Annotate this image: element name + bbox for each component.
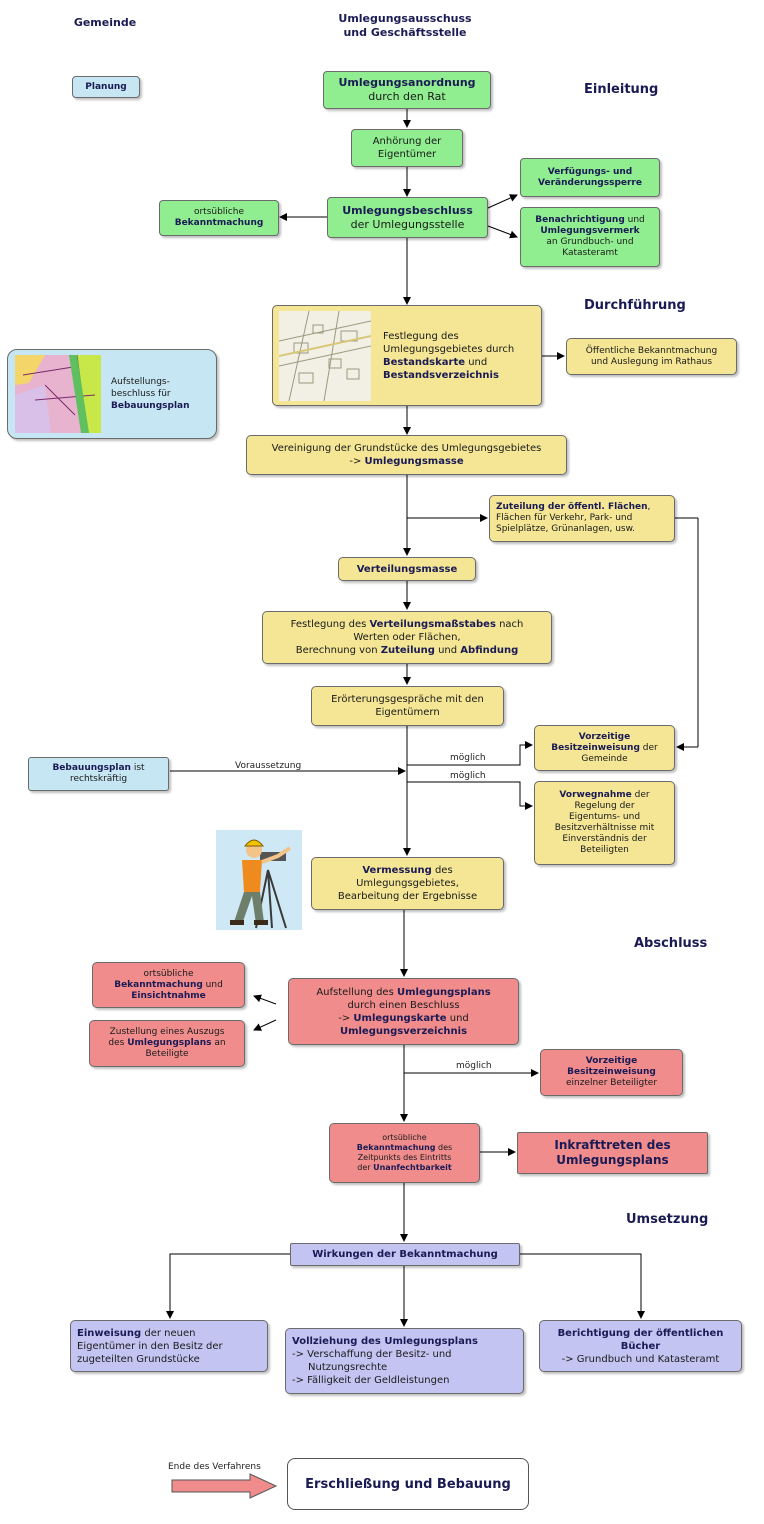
label-moeglich-3: möglich (456, 1061, 492, 1071)
box-vereinigung: Vereinigung der Grundstücke des Umlegung… (246, 435, 567, 475)
box-bekanntmachung-unanfechtbarkeit: ortsübliche Bekanntmachung des Zeitpunkt… (329, 1123, 480, 1183)
cadastral-map-image (279, 310, 371, 401)
section-umsetzung: Umsetzung (626, 1212, 709, 1227)
box-zuteilung-oeffentliche-flaechen: Zuteilung der öffentl. Flächen, Flächen … (489, 495, 675, 542)
box-aufstellungsbeschluss: Aufstellungs- beschluss für Bebauungspla… (7, 349, 217, 439)
box-vorwegnahme: Vorwegnahme der Regelung der Eigentums- … (534, 781, 675, 865)
box-planung: Planung (72, 76, 140, 98)
box-vermessung: Vermessung des Umlegungsgebietes, Bearbe… (311, 857, 504, 910)
label-voraussetzung: Voraussetzung (235, 761, 302, 771)
box-festlegung-umlegungsgebiet: Festlegung des Umlegungsgebietes durch B… (272, 305, 542, 406)
section-durchfuehrung: Durchführung (584, 298, 686, 313)
box-verteilungsmassstab: Festlegung des Verteilungsmaßstabes nach… (262, 611, 552, 664)
box-vorzeitige-besitzeinweisung-beteiligte: Vorzeitige Besitzeinweisung einzelner Be… (540, 1049, 683, 1096)
box-ortsuebliche-bekanntmachung-1: ortsübliche Bekanntmachung (159, 200, 279, 236)
section-einleitung: Einleitung (584, 82, 659, 97)
box-umlegungsbeschluss: Umlegungsbeschluss der Umlegungsstelle (327, 197, 488, 238)
box-berichtigung-buecher: Berichtigung der öffentlichen Bücher -> … (539, 1320, 742, 1372)
box-aufstellung-umlegungsplan: Aufstellung des Umlegungsplans durch ein… (288, 978, 519, 1045)
box-bebauungsplan-rechtskraeftig: Bebauungsplan ist rechtskräftig (28, 757, 169, 791)
box-umlegungsanordnung: Umlegungsanordnung durch den Rat (323, 71, 491, 109)
section-abschluss: Abschluss (634, 936, 708, 951)
box-wirkungen-der-bekanntmachung: Wirkungen der Bekanntmachung (290, 1243, 520, 1266)
box-ortsuebliche-bekanntmachung-2: ortsübliche Bekanntmachung und Einsichtn… (92, 962, 245, 1008)
box-inkrafttreten: Inkrafttreten des Umlegungsplans (517, 1132, 708, 1174)
box-benachrichtigung: Benachrichtigung und Umlegungsvermerk an… (520, 207, 660, 267)
box-verteilungsmasse: Verteilungsmasse (338, 557, 476, 581)
surveyor-icon (216, 830, 302, 930)
end-arrow-icon (171, 1473, 278, 1499)
box-vorzeitige-besitzeinweisung-gemeinde: Vorzeitige Besitzeinweisung der Gemeinde (534, 725, 675, 771)
header-gemeinde: Gemeinde (73, 16, 137, 29)
box-vollziehung-umlegungsplan: Vollziehung des Umlegungsplans -> Versch… (285, 1328, 524, 1394)
zoning-plan-image (15, 355, 101, 433)
box-verfuegungssperre: Verfügungs- und Veränderungssperre (520, 158, 660, 197)
label-ende-des-verfahrens: Ende des Verfahrens (168, 1462, 261, 1472)
label-moeglich-2: möglich (450, 771, 486, 781)
box-erschliessung-und-bebauung: Erschließung und Bebauung (287, 1458, 529, 1510)
box-zustellung-auszug: Zustellung eines Auszugs des Umlegungspl… (89, 1020, 245, 1067)
box-einweisung: Einweisung der neuen Eigentümer in den B… (70, 1320, 268, 1372)
label-moeglich-1: möglich (450, 753, 486, 763)
